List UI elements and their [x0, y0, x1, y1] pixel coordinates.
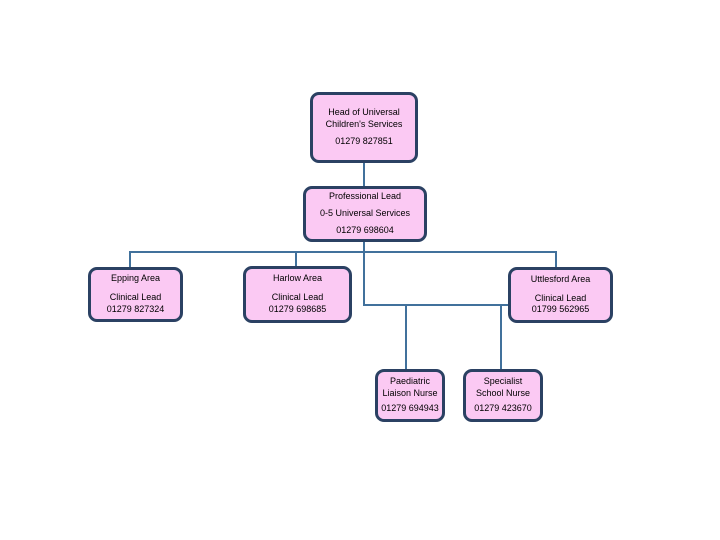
connector-professional-lead-stem: [363, 242, 365, 306]
connector-drop-paediatric: [405, 304, 407, 369]
org-node-harlow-area: Harlow Area Clinical Lead 01279 698685: [243, 266, 352, 323]
connector-drop-epping: [129, 251, 131, 267]
node-title: Specialist School Nurse: [475, 376, 531, 399]
connector-drop-uttlesford: [555, 251, 557, 267]
connector-drop-specialist: [500, 304, 502, 369]
node-title: Head of Universal Children's Services: [325, 107, 403, 130]
connector-head-to-professional-lead: [363, 163, 365, 186]
org-node-head-of-universal-childrens-services: Head of Universal Children's Services 01…: [310, 92, 418, 163]
node-subtitle: 0-5 Universal Services: [319, 208, 411, 219]
node-subtitle: Clinical Lead: [271, 292, 324, 303]
node-title: Harlow Area: [272, 273, 323, 284]
node-phone: 01279 698604: [336, 224, 394, 235]
connector-branch-areas: [129, 251, 557, 253]
connector-drop-harlow: [295, 251, 297, 266]
org-node-paediatric-liaison-nurse: Paediatric Liaison Nurse 01279 694943: [375, 369, 445, 422]
org-node-specialist-school-nurse: Specialist School Nurse 01279 423670: [463, 369, 543, 422]
node-subtitle: Clinical Lead: [109, 292, 162, 303]
node-phone: 01279 827324: [106, 303, 165, 314]
node-title: Professional Lead: [328, 191, 402, 202]
org-node-epping-area: Epping Area Clinical Lead 01279 827324: [88, 267, 183, 322]
node-phone: 01279 423670: [474, 402, 532, 413]
node-phone: 01799 562965: [531, 304, 590, 315]
node-phone: 01279 827851: [335, 135, 393, 146]
node-title: Paediatric Liaison Nurse: [382, 376, 438, 399]
node-title: Uttlesford Area: [530, 273, 591, 284]
node-phone: 01279 698685: [268, 303, 327, 314]
org-node-professional-lead: Professional Lead 0-5 Universal Services…: [303, 186, 427, 242]
org-node-uttlesford-area: Uttlesford Area Clinical Lead 01799 5629…: [508, 267, 613, 323]
connector-branch-nurses: [363, 304, 509, 306]
node-subtitle: Clinical Lead: [534, 292, 587, 303]
node-title: Epping Area: [110, 273, 161, 284]
node-phone: 01279 694943: [381, 402, 439, 413]
